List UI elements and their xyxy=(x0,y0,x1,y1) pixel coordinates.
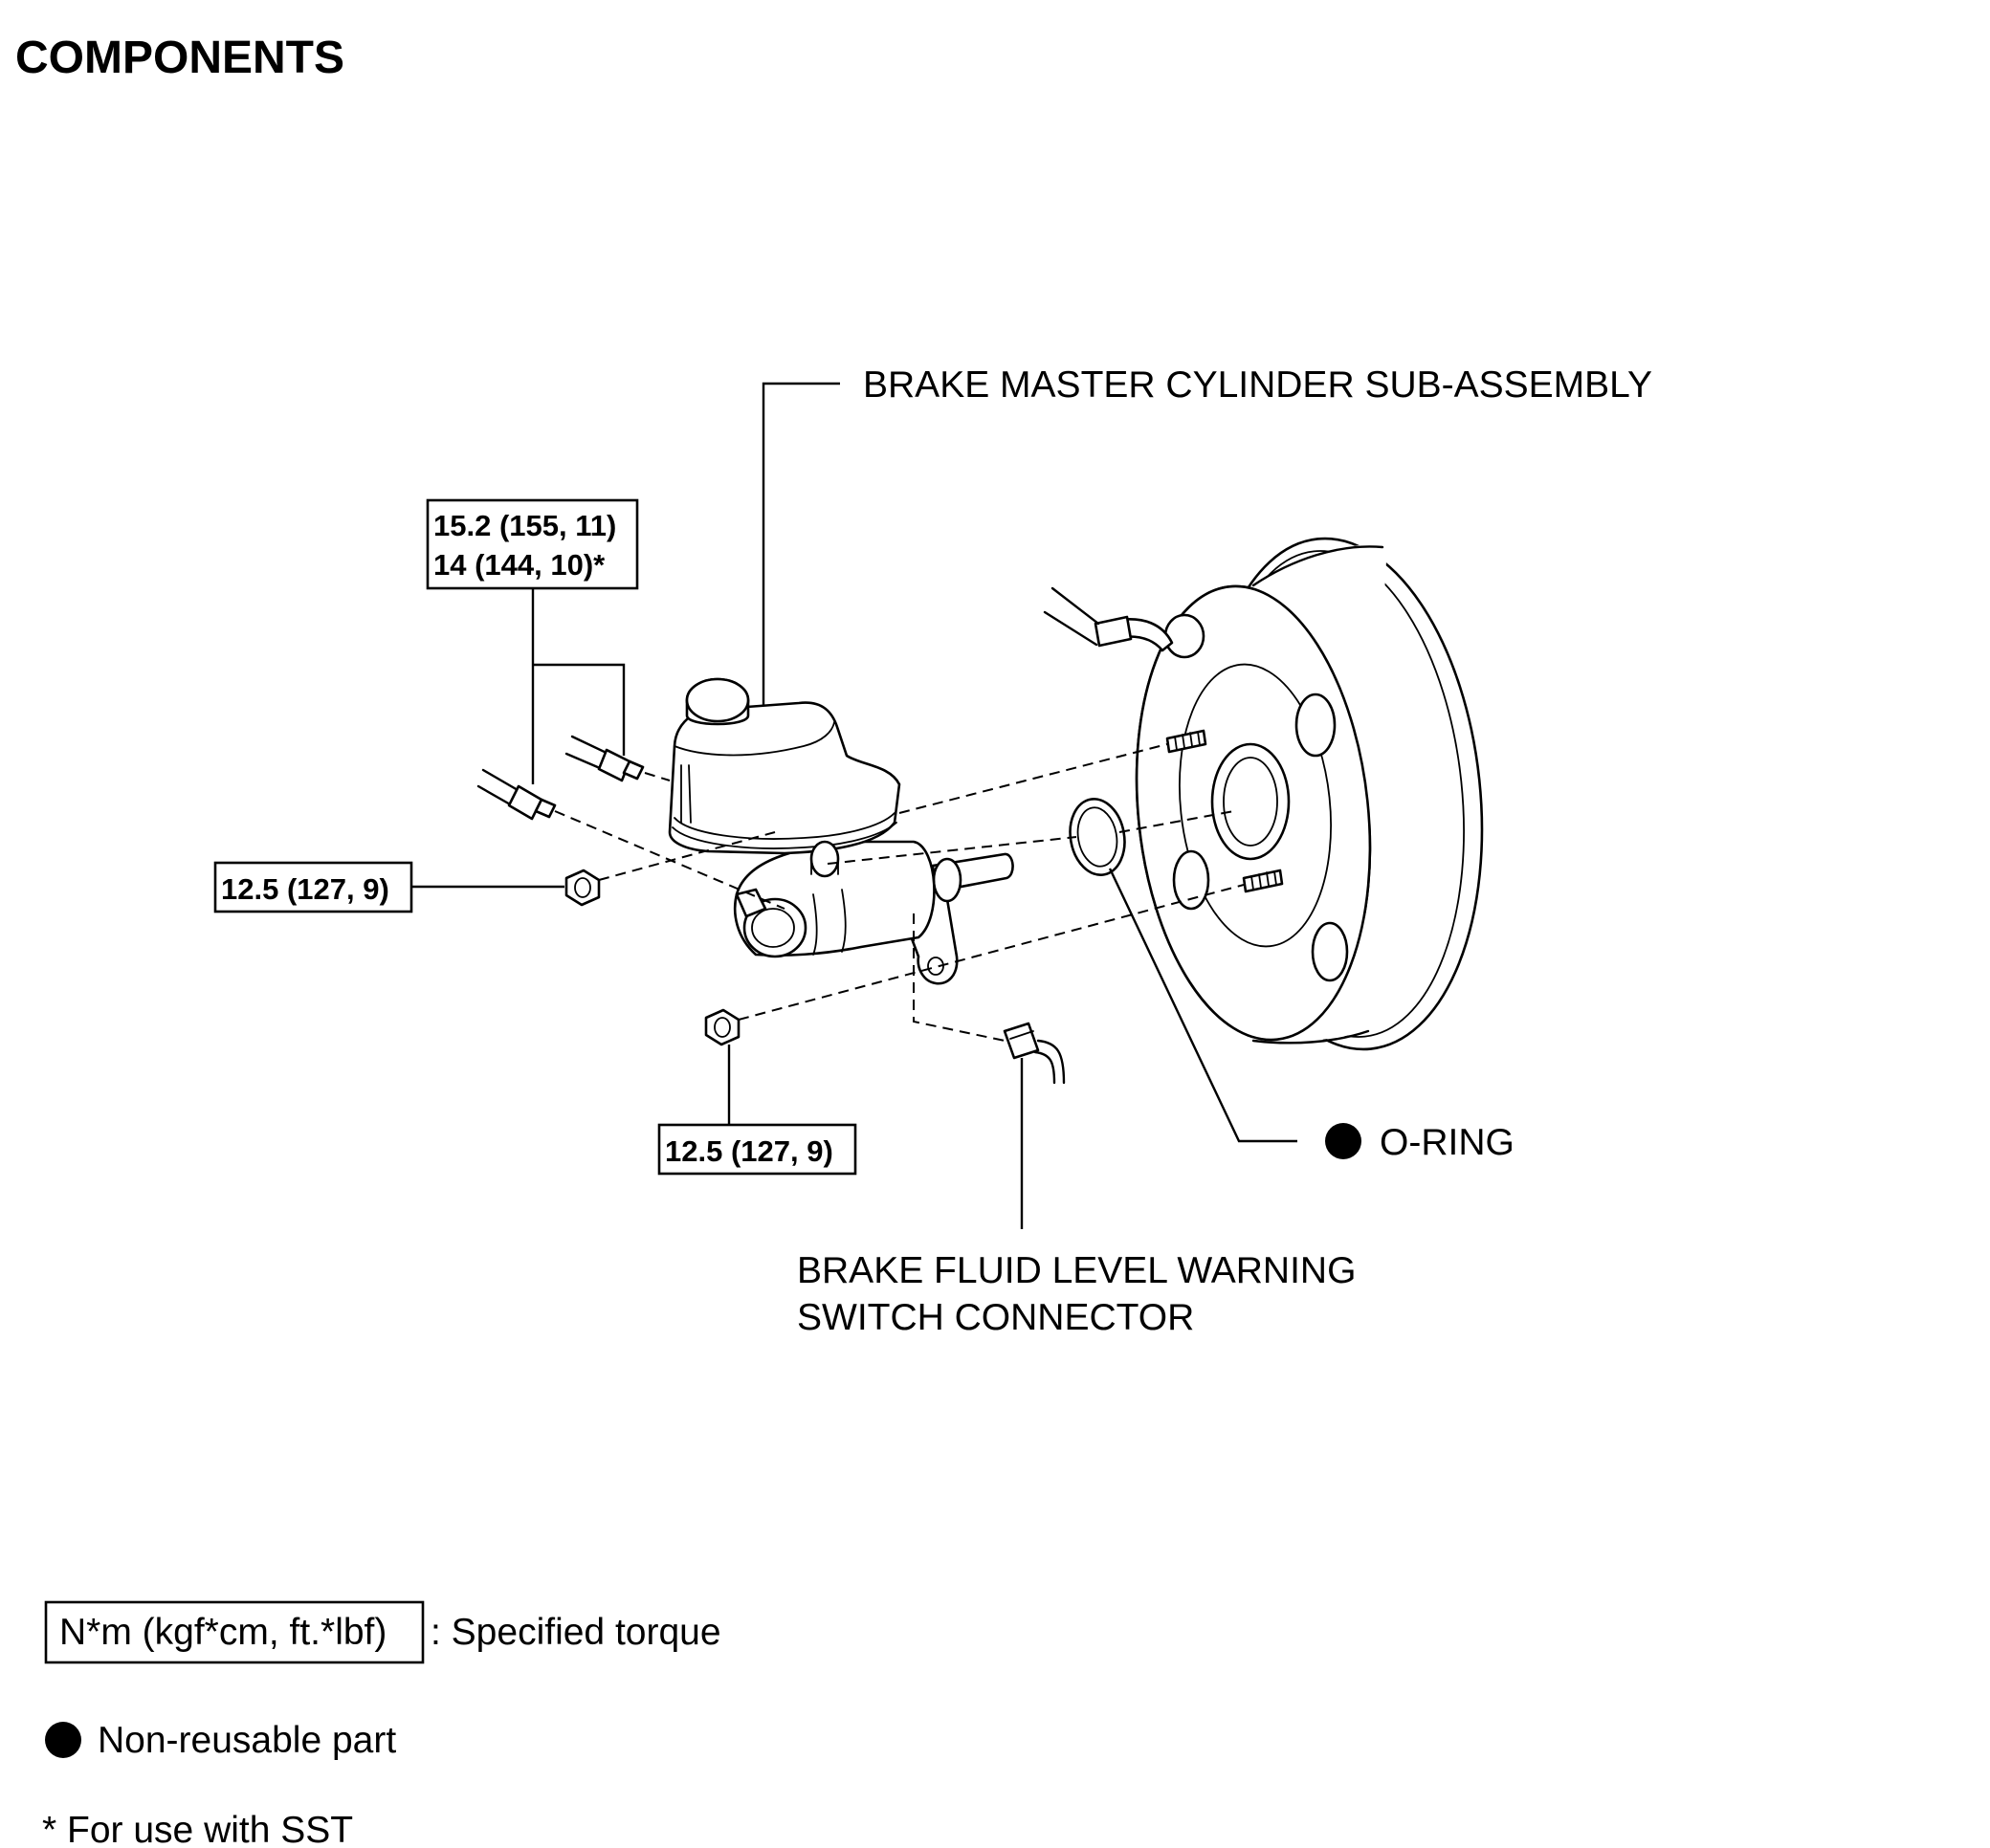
assembly-dashed-lines xyxy=(554,743,1245,1042)
legend-non-reusable-text: Non-reusable part xyxy=(98,1720,396,1761)
master-cylinder-label: BRAKE MASTER CYLINDER SUB-ASSEMBLY xyxy=(863,364,1652,406)
legend-sst-note: * For use with SST xyxy=(42,1810,353,1848)
leader-lines xyxy=(411,382,1297,1229)
page-title: COMPONENTS xyxy=(15,33,344,83)
non-reusable-marker-icon xyxy=(1325,1123,1361,1159)
lower-nut-torque-box xyxy=(657,1123,857,1176)
legend: N*m (kgf*cm, ft.*lbf) : Specified torque… xyxy=(42,1600,721,1848)
lower-flange-nut xyxy=(704,1008,741,1046)
brake-line-tubes xyxy=(476,735,645,821)
switch-connector-label-line1: BRAKE FLUID LEVEL WARNING xyxy=(797,1250,1356,1291)
o-ring-label: O-RING xyxy=(1380,1122,1515,1163)
lower-nut-torque-value: 12.5 (127, 9) xyxy=(665,1134,833,1168)
warning-switch-connector xyxy=(1003,1022,1066,1085)
legend-non-reusable-icon xyxy=(45,1722,81,1758)
legend-torque-box xyxy=(44,1600,425,1664)
switch-connector-label-line2: SWITCH CONNECTOR xyxy=(797,1297,1194,1338)
legend-torque-desc: : Specified torque xyxy=(431,1612,721,1653)
legend-torque-unit: N*m (kgf*cm, ft.*lbf) xyxy=(59,1612,387,1653)
master-cylinder-illustration xyxy=(668,677,1014,985)
brake-line-torque-line1: 15.2 (155, 11) xyxy=(433,509,616,542)
brake-line-torque-line2: 14 (144, 10)* xyxy=(433,548,606,582)
brake-line-torque-box xyxy=(426,498,639,590)
upper-flange-nut xyxy=(564,869,601,907)
brake-booster-illustration xyxy=(1043,537,1484,1051)
upper-nut-torque-value: 12.5 (127, 9) xyxy=(221,872,389,906)
upper-nut-torque-box xyxy=(213,861,413,913)
